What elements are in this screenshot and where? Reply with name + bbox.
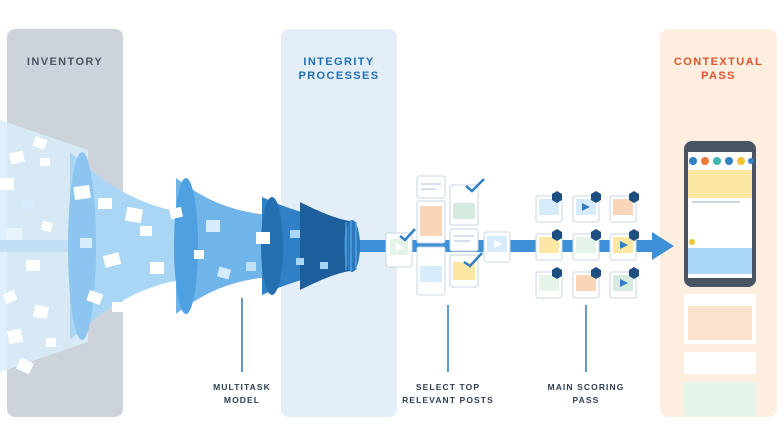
scoring-grid (535, 191, 639, 299)
contextual-title: CONTEXTUAL PASS (660, 55, 777, 83)
contextual-title-line2: PASS (701, 70, 736, 82)
multitask-caption-line2: MODEL (223, 395, 261, 405)
integrity-title-line1: INTEGRITY (303, 56, 375, 68)
inventory-title: INVENTORY (7, 55, 123, 69)
inventory-spray (0, 120, 88, 372)
multitask-caption-line1: MULTITASK (213, 382, 271, 392)
inventory-items (0, 136, 328, 375)
funnel-stage-4 (300, 202, 360, 290)
contextual-title-line1: CONTEXTUAL (673, 56, 764, 68)
select-caption-line1: SELECT TOP (415, 382, 481, 392)
scoring-caption-line1: MAIN SCORING (547, 382, 625, 392)
select-caption-line2: RELEVANT POSTS (402, 395, 494, 405)
multitask-caption: MULTITASK MODEL (192, 381, 292, 407)
phone-feed (684, 141, 756, 416)
inventory-title-text: INVENTORY (26, 56, 104, 68)
integrity-title-line2: PROCESSES (298, 70, 380, 82)
funnel-stage-2 (174, 178, 270, 314)
integrity-title: INTEGRITY PROCESSES (281, 55, 397, 83)
select-top-posts (385, 175, 511, 296)
scoring-caption: MAIN SCORING PASS (531, 381, 641, 407)
scoring-caption-line2: PASS (572, 395, 600, 405)
select-caption: SELECT TOP RELEVANT POSTS (388, 381, 508, 407)
